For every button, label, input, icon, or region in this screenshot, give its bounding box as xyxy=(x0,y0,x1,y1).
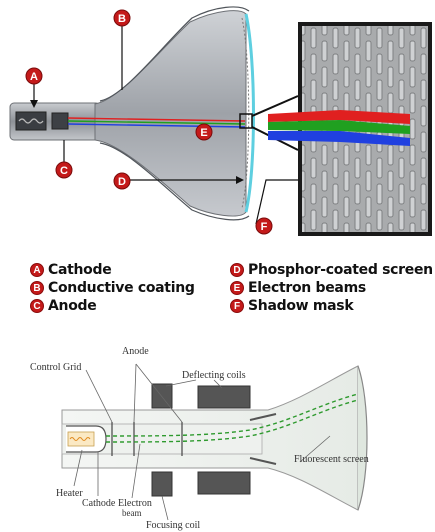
legend-badge: B xyxy=(30,281,44,295)
label-cathode: Cathode xyxy=(82,498,116,509)
beam-green xyxy=(67,120,246,125)
focusing-coil-bottom xyxy=(151,471,173,497)
callout-d: D xyxy=(113,172,131,190)
crt-cutaway-diagram: A B C D E F xyxy=(9,6,432,236)
label-control-grid: Control Grid xyxy=(30,362,81,373)
phosphor-screen xyxy=(244,13,255,213)
label-deflecting-coils: Deflecting coils xyxy=(182,370,246,381)
zoom-beam-green xyxy=(268,120,410,134)
callout-pointers xyxy=(30,26,298,225)
label-focusing-coil: Focusing coil xyxy=(146,520,200,531)
callout-e: E xyxy=(195,123,213,141)
anode-element xyxy=(51,112,69,130)
crt-schematic-diagram: Anode Control Grid Deflecting coils Fluo… xyxy=(30,346,369,531)
legend-badge: C xyxy=(30,299,44,313)
svg-text:A: A xyxy=(30,71,38,83)
label-anode: Anode xyxy=(122,346,149,357)
legend-badge: A xyxy=(30,263,44,277)
electron-beam-upper xyxy=(105,393,359,437)
zoom-beam-blue xyxy=(268,131,410,146)
legend-label: Phosphor-coated screen xyxy=(248,262,433,278)
legend-item-anode: C Anode xyxy=(30,297,97,315)
schematic-electrodes xyxy=(111,422,183,456)
legend-badge: E xyxy=(230,281,244,295)
label-heater: Heater xyxy=(56,488,83,499)
schematic-heater-cathode xyxy=(66,425,107,453)
deflecting-coil-bottom xyxy=(197,471,251,495)
svg-text:D: D xyxy=(118,176,126,188)
callout-a: A xyxy=(25,67,43,85)
legend-item-conductive-coating: B Conductive coating xyxy=(30,279,195,297)
crt-tube xyxy=(9,6,299,221)
beam-red xyxy=(67,117,246,122)
legend-label: Electron beams xyxy=(248,280,366,296)
legend-item-cathode: A Cathode xyxy=(30,261,112,279)
svg-text:C: C xyxy=(60,165,68,177)
fluorescent-screen-surface xyxy=(357,365,368,511)
label-fluorescent-screen: Fluorescent screen xyxy=(294,454,369,465)
beam-blue xyxy=(67,123,246,128)
label-electron-beam-line2: beam xyxy=(122,508,142,518)
legend-item-phosphor-screen: D Phosphor-coated screen xyxy=(230,261,433,279)
schematic-leader-lines xyxy=(73,363,331,521)
callout-b: B xyxy=(113,9,131,27)
conductive-coating xyxy=(99,6,250,102)
legend: A Cathode B Conductive coating C Anode D… xyxy=(0,258,435,318)
svg-text:B: B xyxy=(118,13,126,25)
legend-badge: F xyxy=(230,299,244,313)
legend-label: Conductive coating xyxy=(48,280,195,296)
legend-label: Anode xyxy=(48,298,97,314)
callout-f: F xyxy=(255,217,273,235)
callout-c: C xyxy=(55,161,73,179)
legend-label: Shadow mask xyxy=(248,298,354,314)
electron-beam-lower xyxy=(105,399,359,443)
shadow-mask-zoom-panel xyxy=(268,22,432,236)
zoom-beam-red xyxy=(268,110,410,124)
legend-badge: D xyxy=(230,263,244,277)
legend-item-shadow-mask: F Shadow mask xyxy=(230,297,354,315)
heater-element xyxy=(67,431,95,447)
legend-label: Cathode xyxy=(48,262,112,278)
deflecting-coil-top xyxy=(197,385,251,409)
legend-item-electron-beams: E Electron beams xyxy=(230,279,366,297)
zoom-source-box xyxy=(239,113,253,129)
svg-text:F: F xyxy=(261,221,268,233)
schematic-electron-beams xyxy=(105,393,359,443)
svg-text:E: E xyxy=(200,127,207,139)
label-electron-beam-line1: Electron xyxy=(118,498,152,509)
